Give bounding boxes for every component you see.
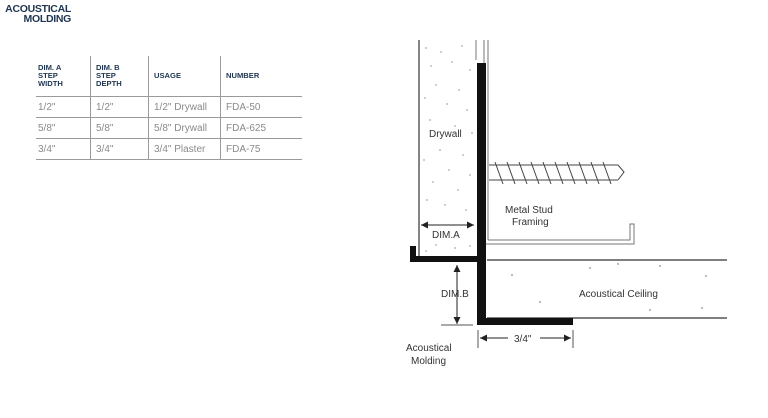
cell-dim-b: 5/8"	[90, 117, 149, 139]
metal-stud-framing	[475, 40, 635, 245]
cell-number: FDA-75	[220, 138, 302, 160]
cell-number: FDA-625	[220, 117, 302, 139]
drywall-panel	[418, 40, 473, 257]
table-row: 5/8" 5/8" 5/8" Drywall FDA-625	[36, 117, 302, 139]
cell-dim-a: 3/4"	[36, 138, 91, 160]
three-quarter-dimension	[477, 330, 574, 348]
metal-stud-label-1: Metal Stud	[505, 205, 553, 216]
metal-stud-label-2: Framing	[512, 217, 549, 228]
drywall-label: Drywall	[429, 129, 462, 140]
cell-usage: 1/2" Drywall	[148, 96, 221, 118]
page-title: ACOUSTICAL MOLDING	[3, 3, 72, 25]
cell-number: FDA-50	[220, 96, 302, 118]
cell-usage: 3/4" Plaster	[148, 138, 221, 160]
cell-dim-b: 1/2"	[90, 96, 149, 118]
molding-label-1: Acoustical	[406, 343, 452, 354]
acoustical-molding-profile	[410, 63, 573, 325]
table-row: 3/4" 3/4" 3/4" Plaster FDA-75	[36, 138, 302, 160]
header-number: NUMBER	[220, 56, 302, 97]
cell-dim-b: 3/4"	[90, 138, 149, 160]
header-usage: USAGE	[148, 56, 221, 97]
molding-label-2: Molding	[411, 356, 446, 367]
cell-dim-a: 1/2"	[36, 96, 91, 118]
title-line-2: MOLDING	[23, 13, 72, 25]
title-line-1: ACOUSTICAL	[5, 3, 71, 15]
three-quarter-label: 3/4"	[514, 334, 532, 345]
screw-icon	[489, 161, 625, 185]
cell-usage: 5/8" Drywall	[148, 117, 221, 139]
dim-a-label: DIM.A	[432, 230, 460, 241]
cell-dim-a: 5/8"	[36, 117, 91, 139]
table-row: 1/2" 1/2" 1/2" Drywall FDA-50	[36, 96, 302, 118]
dim-b-label: DIM.B	[441, 289, 469, 300]
acoustical-ceiling-label: Acoustical Ceiling	[579, 289, 658, 300]
